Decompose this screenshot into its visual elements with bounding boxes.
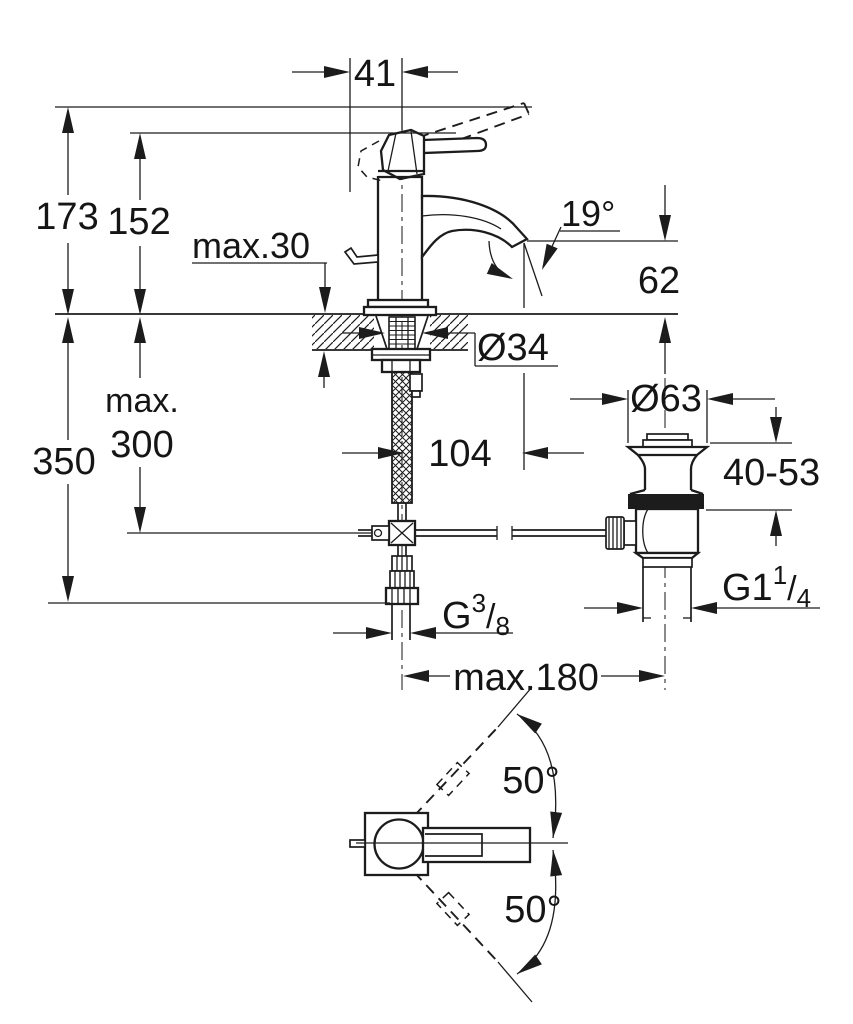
dimension-lines [48, 58, 820, 677]
supply-thread-sup: 3 [472, 588, 486, 618]
rod-clamp-screw [373, 528, 383, 538]
dim-center-distance: max.180 [453, 657, 599, 699]
swivel-dashed-upper [413, 726, 499, 817]
waste-flare-left [629, 488, 646, 496]
dimension-labels: 41 173 152 max.30 19° 62 Ø34 104 max. 30… [32, 53, 820, 931]
waste-thread-sup: 1 [773, 560, 787, 590]
handle-lever [421, 136, 488, 155]
waste-rubber-seal [628, 494, 704, 509]
spout-inner-line [421, 214, 502, 230]
dim-overall-height: 173 [35, 196, 98, 238]
dim-swivel-lower: 50° [504, 889, 561, 931]
faucet-front-view [343, 102, 530, 640]
dim-waste-thread: G11/4 [722, 560, 811, 613]
handle-raised-dashed-end [523, 102, 530, 115]
waste-body [634, 507, 700, 555]
flexible-hose [391, 371, 413, 504]
lever-inner-outline [425, 833, 483, 857]
supply-thread-slash: / [486, 598, 496, 636]
hose-side-fitting [409, 373, 423, 392]
swivel-ext-lower [497, 961, 533, 1003]
threaded-shank [388, 316, 416, 350]
swivel-ext-upper [497, 686, 533, 728]
handle-facet-line-2 [410, 130, 418, 175]
dim-supply-thread: G3/8 [442, 588, 510, 641]
dim-hose-max-value: 300 [110, 424, 173, 466]
handle-alt-knob-dashed [357, 140, 384, 182]
shank-seal-right [416, 315, 429, 350]
handle-facet-line-1 [387, 132, 397, 172]
dim-spout-reach: 104 [428, 433, 491, 475]
swivel-dashed-lower [413, 871, 499, 963]
lever-alt-upper-dashed [435, 761, 471, 797]
lever-topview [421, 826, 532, 864]
waste-thread-slash: / [787, 570, 797, 608]
waste-adjust-knob [605, 516, 625, 550]
supply-thread-sub: 8 [495, 611, 509, 641]
waste-thread-sub: 4 [797, 583, 811, 613]
dim-hose-max-label: max. [105, 382, 179, 420]
waste-collar [642, 557, 693, 568]
waste-flare-right [690, 488, 704, 496]
dim-below-deck-length: 350 [32, 441, 95, 483]
dim-deck-thickness: max.30 [192, 225, 310, 266]
dim-mounting-range: 40-53 [723, 452, 820, 494]
dim-spout-body-height: 152 [107, 201, 170, 243]
coupling-nut [384, 586, 420, 606]
popup-pull-rod [343, 246, 379, 265]
dim-outlet-height: 62 [638, 260, 680, 302]
hose-side-fitting-step [411, 390, 421, 398]
cartridge-circle [373, 818, 425, 870]
waste-thread-base: G1 [722, 567, 773, 609]
waste-plug-cap-top [646, 433, 689, 441]
waste-neck-right [689, 454, 698, 490]
waste-knob-boss [623, 520, 637, 546]
dim-spout-angle: 19° [561, 193, 615, 234]
waste-body-boss-curve [642, 508, 649, 554]
dim-swivel-upper: 50° [502, 760, 559, 802]
waste-neck-left [637, 454, 647, 490]
waste-flange [624, 445, 711, 457]
lever-alt-lower-dashed [435, 891, 471, 927]
t-connector-diag-2 [390, 522, 414, 544]
top-view [349, 686, 568, 1003]
base-plate [362, 305, 438, 317]
spout [420, 194, 529, 261]
popup-waste-valve [605, 433, 711, 622]
dim-handle-width: 41 [354, 53, 396, 95]
popup-linkage-rod [415, 526, 606, 540]
supply-thread-base: G [442, 595, 472, 637]
mounting-nut [380, 358, 422, 374]
dim-hole-diameter: Ø34 [477, 327, 549, 369]
dim-waste-flange-diameter: Ø63 [630, 378, 702, 420]
